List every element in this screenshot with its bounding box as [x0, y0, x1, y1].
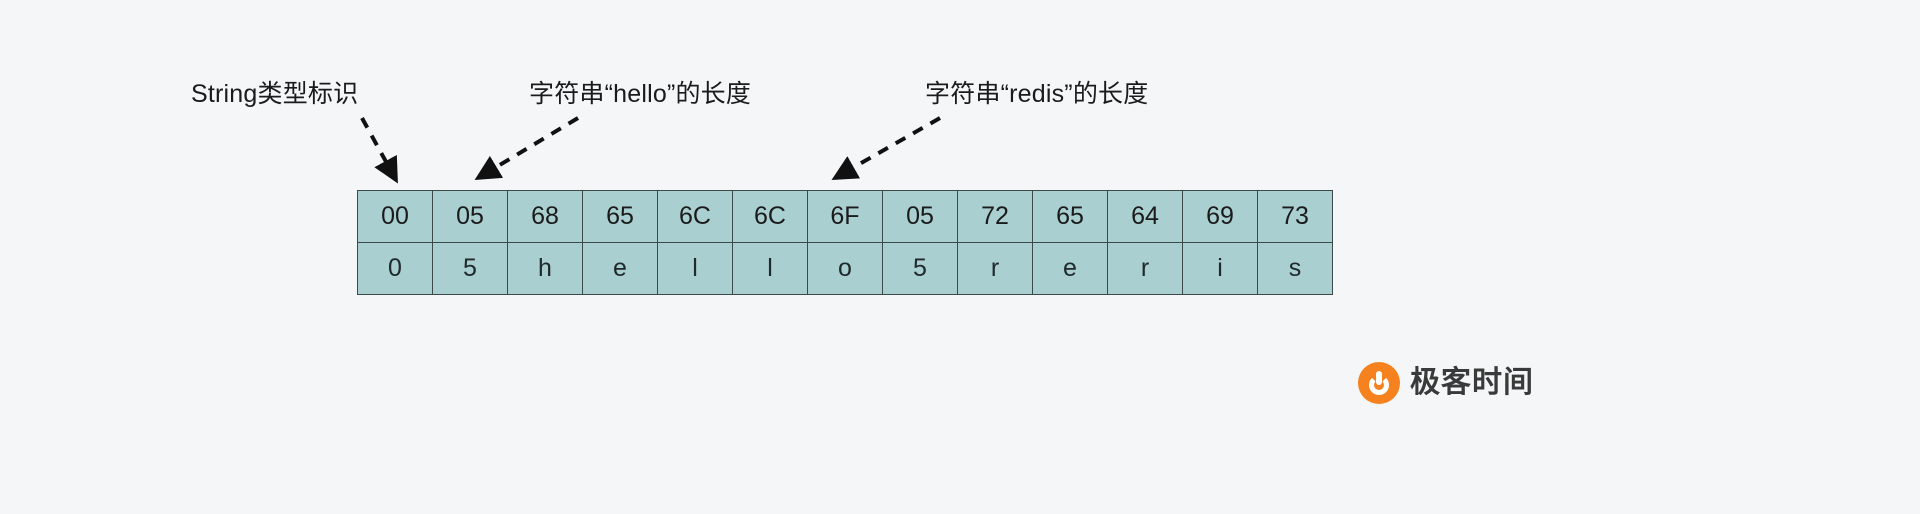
byte-layout-table: 00 05 68 65 6C 6C 6F 05 72 65 64 69 73 0…	[357, 190, 1333, 295]
arrow-to-string-type-flag	[360, 117, 398, 184]
hex-cell: 69	[1182, 190, 1258, 243]
table-row-ascii: 0 5 h e l l o 5 r e r i s	[357, 242, 1333, 295]
ascii-cell: 0	[357, 242, 433, 295]
brand-name: 极客时间	[1410, 366, 1534, 399]
ascii-cell: r	[957, 242, 1033, 295]
annotation-label-hello-length: 字符串“hello”的长度	[529, 80, 752, 108]
ascii-cell: l	[732, 242, 808, 295]
annotation-label-string-type-flag: String类型标识	[191, 80, 359, 108]
geekbang-logo-icon	[1358, 362, 1400, 404]
arrow-to-redis-length	[831, 116, 941, 180]
ascii-cell: e	[1032, 242, 1108, 295]
annotation-label-redis-length: 字符串“redis”的长度	[925, 80, 1149, 108]
hex-cell: 6F	[807, 190, 883, 243]
brand-watermark: 极客时间	[1358, 362, 1534, 404]
hex-cell: 72	[957, 190, 1033, 243]
ascii-cell: 5	[882, 242, 958, 295]
ascii-cell: i	[1182, 242, 1258, 295]
hex-cell: 05	[432, 190, 508, 243]
ascii-cell: r	[1107, 242, 1183, 295]
ascii-cell: o	[807, 242, 883, 295]
hex-cell: 65	[582, 190, 658, 243]
hex-cell: 05	[882, 190, 958, 243]
table-row-hex: 00 05 68 65 6C 6C 6F 05 72 65 64 69 73	[357, 190, 1333, 243]
hex-cell: 68	[507, 190, 583, 243]
hex-cell: 73	[1257, 190, 1333, 243]
hex-cell: 00	[357, 190, 433, 243]
hex-cell: 6C	[657, 190, 733, 243]
hex-cell: 65	[1032, 190, 1108, 243]
ascii-cell: 5	[432, 242, 508, 295]
arrow-to-hello-length	[474, 116, 580, 181]
hex-cell: 6C	[732, 190, 808, 243]
ascii-cell: s	[1257, 242, 1333, 295]
ascii-cell: e	[582, 242, 658, 295]
ascii-cell: l	[657, 242, 733, 295]
hex-cell: 64	[1107, 190, 1183, 243]
ascii-cell: h	[507, 242, 583, 295]
